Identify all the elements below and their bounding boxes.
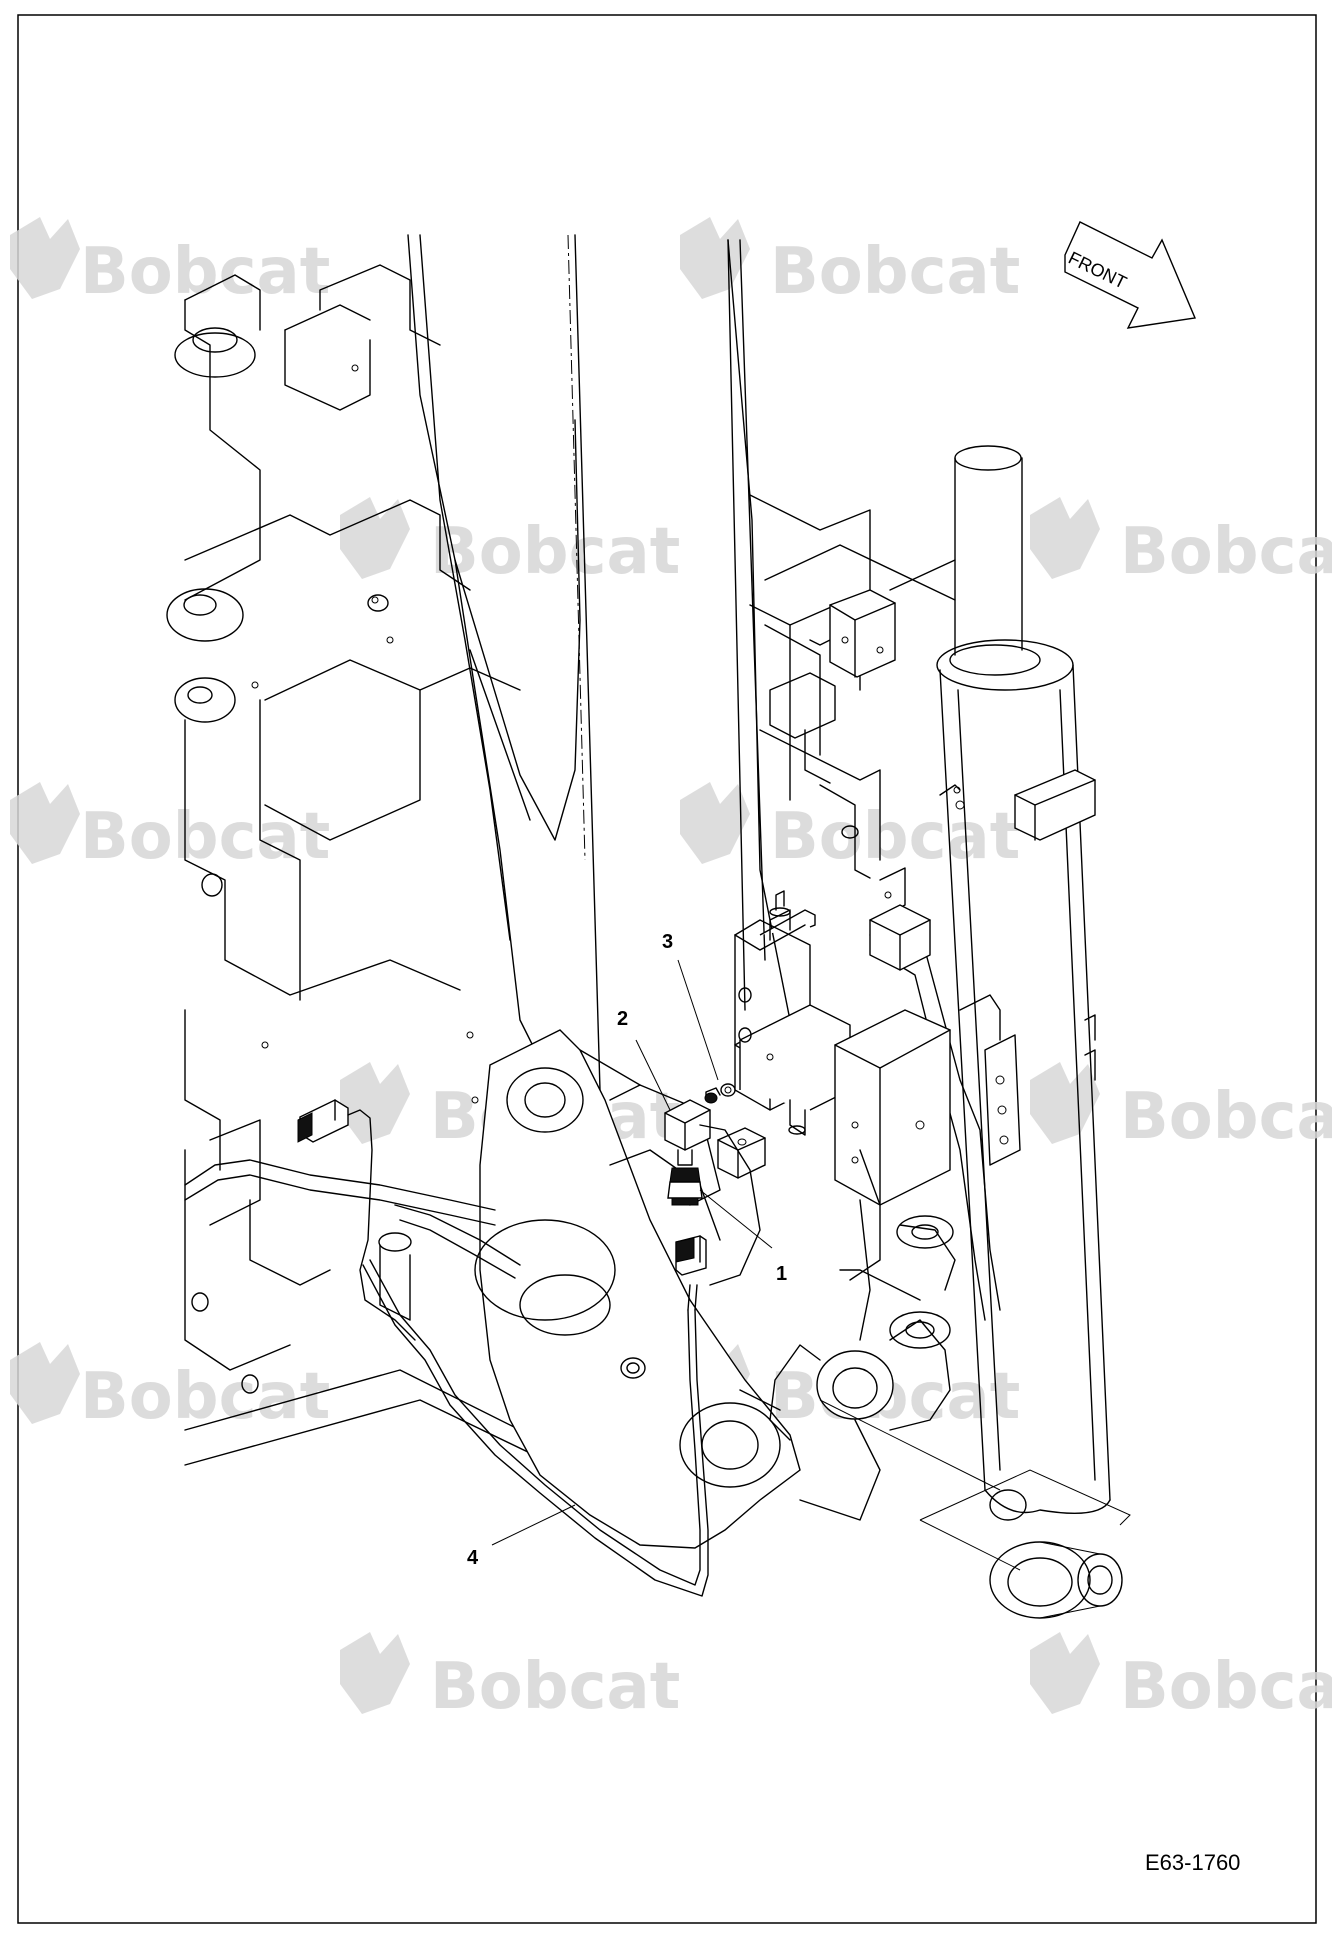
- callout-label-3: 3: [662, 931, 673, 953]
- callout-2: 2: [617, 1008, 671, 1111]
- leader-line-2: [635, 1039, 671, 1111]
- callout-3: 3: [662, 931, 719, 1081]
- valve-block: [734, 890, 951, 1206]
- hydraulic-cylinder: [919, 445, 1131, 1619]
- watermark-logo: Bobcat: [10, 217, 330, 309]
- watermark-text: Bobcat: [1120, 1650, 1332, 1724]
- watermark-logo: Bobcat: [1030, 1632, 1332, 1724]
- watermark-text: Bobcat: [80, 1360, 330, 1434]
- watermark-logo: Bobcat: [340, 1632, 680, 1724]
- callout-label-1: 1: [776, 1263, 787, 1285]
- watermark-logo: Bobcat: [10, 782, 330, 874]
- watermark-logo: Bobcat: [340, 497, 680, 589]
- watermark-text: Bobcat: [80, 235, 330, 309]
- frame-right: [749, 494, 965, 919]
- callout-label-2: 2: [617, 1008, 628, 1030]
- watermark-text: Bobcat: [1120, 1080, 1332, 1154]
- watermark-text: Bobcat: [430, 1650, 680, 1724]
- swing-bracket: [474, 1029, 1001, 1549]
- watermark-text: Bobcat: [80, 800, 330, 874]
- callout-1: 1: [699, 1189, 787, 1285]
- watermark-logo: Bobcat: [1030, 497, 1332, 589]
- watermark-text: Bobcat: [770, 800, 1020, 874]
- watermark-logo: Bobcat: [680, 782, 1020, 874]
- watermark-text: Bobcat: [430, 515, 680, 589]
- boom-arm: [407, 234, 791, 1091]
- page-frame: [17, 14, 1317, 1924]
- sensor-assembly: [664, 1083, 766, 1286]
- watermark-logo: Bobcat: [10, 1342, 330, 1434]
- wire-harness: [184, 1099, 709, 1597]
- front-arrow-shape: [1064, 221, 1196, 329]
- callout-4: 4: [467, 1504, 576, 1569]
- watermark-logo: Bobcat: [1030, 1062, 1332, 1154]
- leader-line-1: [699, 1189, 773, 1249]
- figure-id: E63-1760: [1145, 1850, 1240, 1875]
- watermark-text: Bobcat: [770, 235, 1020, 309]
- callout-label-4: 4: [467, 1547, 479, 1569]
- watermark-text: Bobcat: [770, 1360, 1020, 1434]
- watermark-layer: Bobcat Bobcat Bobcat Bobcat Bobcat: [10, 217, 1332, 1724]
- watermark-logo: Bobcat: [680, 217, 1020, 309]
- watermark-text: Bobcat: [1120, 515, 1332, 589]
- front-direction-arrow: FRONT: [1064, 221, 1196, 329]
- leader-line-4: [491, 1504, 576, 1546]
- leader-line-3: [677, 959, 719, 1081]
